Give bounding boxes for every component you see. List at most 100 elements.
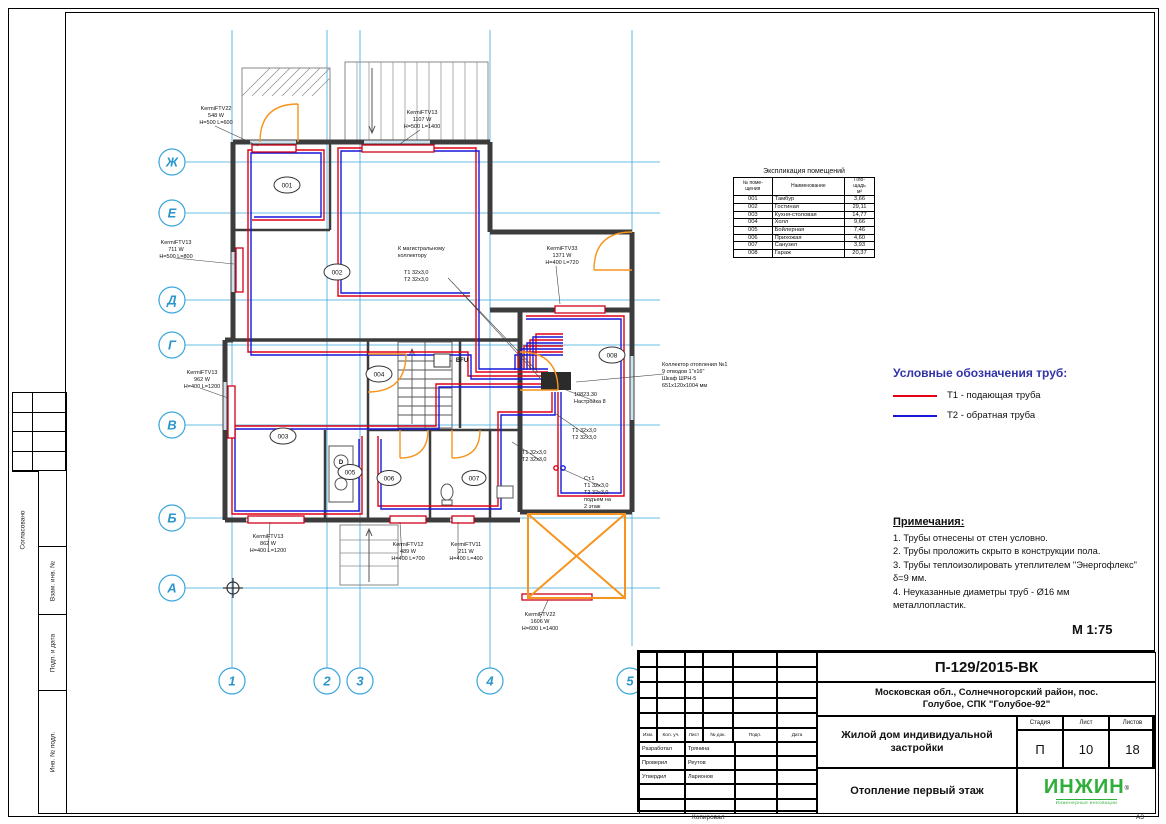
- doors: [259, 103, 633, 459]
- agreed-strip: Согласовано: [19, 510, 27, 550]
- object-name: Жилой дом индивидуальной застройки: [817, 716, 1017, 768]
- strip-inv-podl: Инв. № подл.: [38, 690, 67, 814]
- note-item: 1. Трубы отнесены от стен условно.: [893, 533, 1048, 543]
- document-number: П-129/2015-ВК: [817, 652, 1156, 682]
- legend-item-label: Т2 - обратная труба: [947, 410, 1036, 421]
- bfu-label: BFU: [456, 358, 468, 364]
- col-header: № поме- щения: [733, 176, 773, 197]
- svg-text:007: 007: [469, 476, 480, 483]
- legend-item-label: Т1 - подающая труба: [947, 390, 1041, 401]
- company-logo: ИНЖИН® Инженерные инновации: [1044, 777, 1129, 806]
- svg-text:4: 4: [485, 674, 494, 689]
- project-address: Московская обл., Солнечногорский район, …: [817, 682, 1156, 716]
- axis-bubbles: [158, 148, 644, 695]
- legend-item-t1: Т1 - подающая труба: [893, 390, 1143, 401]
- scale-label: М 1:75: [1072, 622, 1113, 637]
- legend-item-t2: Т2 - обратная труба: [893, 410, 1143, 421]
- page-outer-border: [8, 8, 1159, 817]
- approval-mini-grid: [12, 392, 67, 472]
- svg-text:3: 3: [356, 674, 364, 689]
- logo-subtitle: Инженерные инновации: [1055, 798, 1118, 805]
- strip-podp-data: Подп. и дата: [38, 614, 67, 692]
- col-header: Наименование: [771, 176, 845, 197]
- notes-title: Примечания:: [893, 516, 965, 528]
- svg-text:003: 003: [278, 434, 289, 441]
- notes-block: Примечания: 1. Трубы отнесены от стен ус…: [893, 516, 1145, 613]
- note-item: 2. Трубы проложить скрыто в конструкции …: [893, 546, 1101, 557]
- copied-label: Копировал: [692, 814, 725, 821]
- return-line-sample: [893, 414, 937, 417]
- empty-strip-cell: [38, 470, 67, 548]
- svg-text:Ж: Ж: [165, 155, 179, 170]
- logo-text: ИНЖИН: [1043, 775, 1125, 798]
- svg-text:008: 008: [607, 353, 618, 360]
- leader-lines: [174, 125, 665, 619]
- svg-text:001: 001: [282, 183, 293, 190]
- svg-text:002: 002: [332, 270, 343, 277]
- heating-collector: [541, 372, 571, 390]
- bfu-unit: [433, 353, 451, 368]
- signature-rows-empty: [639, 784, 817, 814]
- table-header-row: № поме- щения Наименование Пло- щадь м²: [733, 176, 876, 197]
- company-logo-cell: ИНЖИН® Инженерные инновации: [1017, 768, 1156, 814]
- svg-text:В: В: [167, 418, 176, 433]
- room-tags: [269, 176, 626, 486]
- svg-text:А: А: [166, 581, 176, 596]
- svg-text:004: 004: [374, 372, 385, 379]
- svg-text:5: 5: [626, 674, 634, 689]
- svg-text:Б: Б: [167, 511, 176, 526]
- svg-text:Г: Г: [168, 338, 177, 353]
- svg-text:Д: Д: [166, 293, 177, 308]
- note-item: 4. Неуказанные диаметры труб - Ø16 мм ме…: [893, 586, 1070, 611]
- col-header: Пло- щадь м²: [843, 176, 876, 197]
- boiler-d-label: D: [339, 460, 344, 466]
- explication-title: Экспликация помещений: [763, 168, 845, 175]
- note-item: 3. Трубы теплоизолировать утеплителем "Э…: [893, 559, 1137, 584]
- svg-text:Е: Е: [168, 206, 177, 221]
- signature-rows: Разработал Трянина Проверил Реутов Утвер…: [639, 742, 817, 784]
- explication-table: № поме- щения Наименование Пло- щадь м² …: [733, 176, 876, 258]
- format-label: А3: [1136, 814, 1144, 821]
- supply-line-sample: [893, 394, 937, 397]
- strip-vzam-inv: Взам. инв. №: [38, 546, 67, 616]
- axis-labels: Ж Е Д Г В Б А 1 2 3 4 5: [165, 155, 634, 689]
- axis-grid-lines: [158, 30, 660, 668]
- room-explication: Экспликация помещений № поме- щения Наим…: [733, 168, 876, 258]
- legend-title: Условные обозначения труб:: [893, 366, 1068, 380]
- pipe-legend: Условные обозначения труб: Т1 - подающая…: [893, 366, 1143, 430]
- benchmark-marker: [223, 578, 243, 598]
- svg-text:005: 005: [345, 470, 356, 477]
- revision-grid: [639, 652, 817, 728]
- garage-gate-box: [527, 513, 626, 599]
- exterior-structures: [241, 61, 489, 586]
